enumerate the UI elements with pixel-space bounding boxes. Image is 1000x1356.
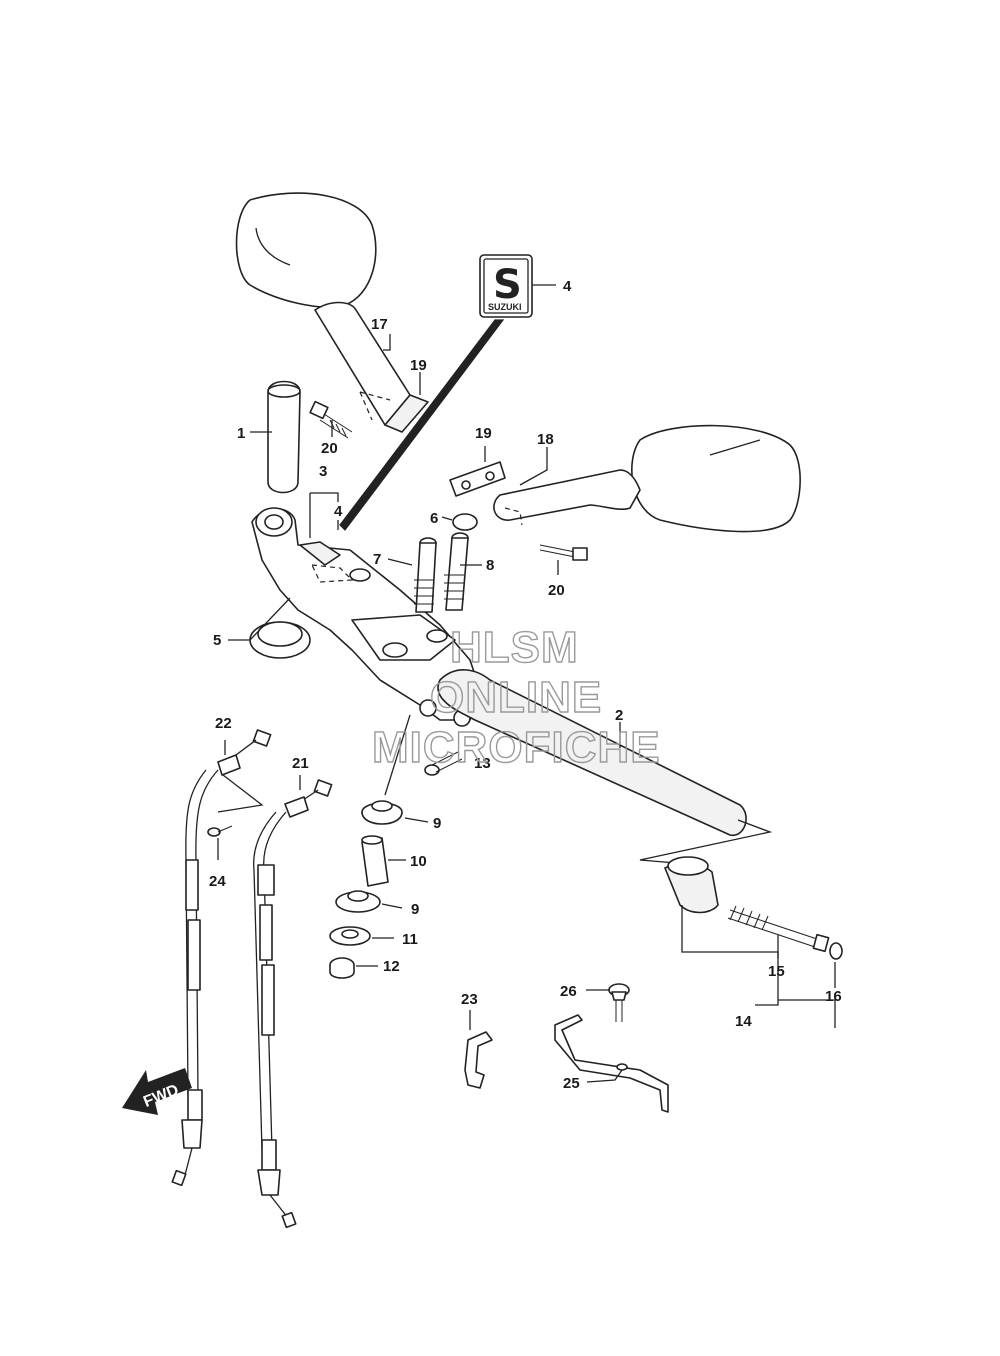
callout-12: 12 — [383, 958, 400, 975]
throttle-cable-return[interactable] — [253, 779, 333, 1229]
callout-16: 16 — [825, 988, 842, 1005]
emblem-text: SUZUKI — [488, 302, 522, 312]
callout-22: 22 — [215, 715, 232, 732]
left-mirror[interactable] — [235, 192, 429, 433]
watermark-line-1: HLSM — [450, 623, 579, 672]
callout-21: 21 — [292, 755, 309, 772]
callout-6: 6 — [430, 510, 438, 527]
callout-3: 3 — [319, 463, 327, 480]
callout-14: 14 — [735, 1013, 752, 1030]
handlebar-holder[interactable] — [251, 507, 481, 727]
right-mirror[interactable] — [493, 424, 801, 533]
watermark-line-2: ONLINE — [430, 673, 602, 722]
suzuki-emblem[interactable]: S SUZUKI — [339, 254, 533, 531]
mirror-bolt-left[interactable] — [309, 400, 353, 439]
callout-labels: 1 2 3 4 4 5 6 7 8 9 9 10 11 12 13 14 15 … — [209, 278, 842, 1092]
bar-end-weight[interactable] — [664, 856, 719, 914]
watermark-line-3: MICROFICHE — [372, 723, 661, 772]
callout-19b: 19 — [475, 425, 492, 442]
callout-11: 11 — [402, 931, 418, 948]
callout-8: 8 — [486, 557, 494, 574]
bracket-bolt[interactable] — [608, 983, 630, 1022]
mirror-base-right[interactable] — [449, 461, 506, 497]
callout-1: 1 — [237, 425, 245, 442]
callout-2: 2 — [615, 707, 623, 724]
callout-17: 17 — [371, 316, 388, 333]
cable-guide-bracket[interactable] — [554, 1014, 669, 1113]
callout-4b: 4 — [334, 503, 343, 520]
callout-7: 7 — [373, 551, 381, 568]
callout-15: 15 — [768, 963, 785, 980]
watermark: HLSM ONLINE MICROFICHE — [371, 622, 661, 772]
rubber-mount-lower[interactable] — [335, 890, 381, 913]
leader-lines — [217, 284, 836, 1083]
callout-9a: 9 — [433, 815, 441, 832]
callout-5: 5 — [213, 632, 221, 649]
throttle-cable-pull[interactable] — [171, 729, 272, 1187]
rubber-mount-upper[interactable] — [361, 800, 403, 825]
spacer[interactable] — [361, 835, 389, 887]
callout-10: 10 — [410, 853, 427, 870]
callout-19a: 19 — [410, 357, 427, 374]
callout-9b: 9 — [411, 901, 419, 918]
callout-13: 13 — [474, 755, 491, 772]
clamp-bolt-7[interactable] — [414, 537, 437, 613]
handlebar-bolt[interactable] — [424, 751, 463, 776]
callout-20b: 20 — [548, 582, 565, 599]
cable-clamp[interactable] — [464, 1031, 493, 1089]
mirror-bolt-right[interactable] — [539, 544, 588, 561]
bar-end-cap[interactable] — [829, 942, 843, 960]
emblem-s-icon: S — [493, 262, 522, 308]
callout-26: 26 — [560, 983, 577, 1000]
callout-4a: 4 — [563, 278, 572, 295]
callout-20a: 20 — [321, 440, 338, 457]
rubber-damper[interactable] — [249, 621, 311, 659]
callout-24: 24 — [209, 873, 226, 890]
callout-23: 23 — [461, 991, 478, 1008]
washer[interactable] — [329, 926, 371, 946]
forward-arrow-icon: FWD — [122, 1068, 192, 1115]
callout-25: 25 — [563, 1075, 580, 1092]
left-grip[interactable] — [267, 380, 301, 494]
bolt-cap[interactable] — [452, 513, 478, 531]
bar-end-bolt[interactable] — [727, 905, 830, 953]
nut[interactable] — [329, 957, 355, 979]
clamp-bolt-8[interactable] — [444, 532, 469, 611]
cable-screw[interactable] — [207, 825, 233, 837]
callout-18: 18 — [537, 431, 554, 448]
